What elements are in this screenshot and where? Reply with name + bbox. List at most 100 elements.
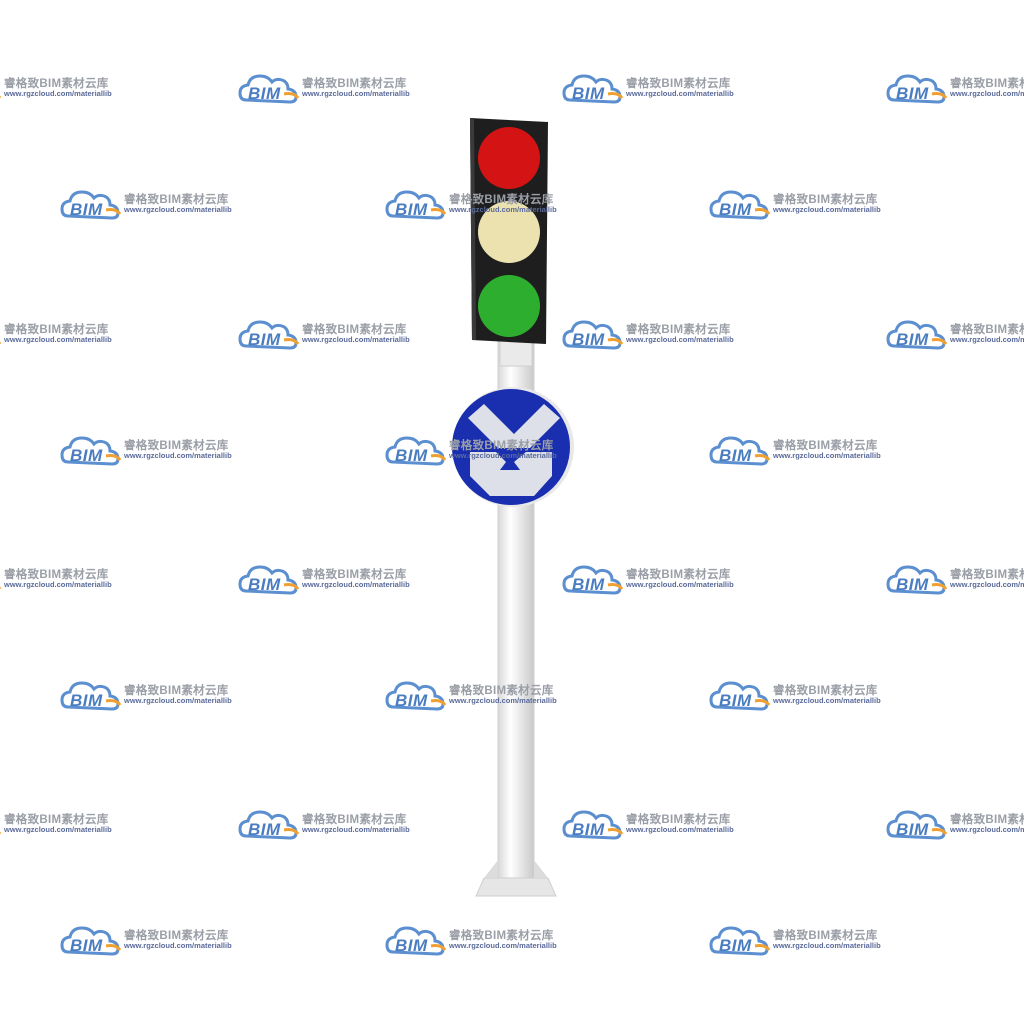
watermark-brand-text: 睿格致BIM素材云库 (449, 440, 554, 452)
watermark-logo-text: BIM (70, 200, 103, 219)
watermark-brand-text: 睿格致BIM素材云库 (626, 569, 731, 581)
watermark-brand-text: 睿格致BIM素材云库 (302, 324, 407, 336)
watermark-logo-text: BIM (572, 820, 605, 839)
red-lamp (478, 127, 540, 189)
watermark-logo-text: BIM (395, 691, 428, 710)
watermark-logo-text: BIM (896, 330, 929, 349)
watermark-url: www.rgzcloud.com/materiallib (950, 825, 1024, 834)
watermark-brand-text: 睿格致BIM素材云库 (773, 440, 878, 452)
watermark-url: www.rgzcloud.com/materiallib (950, 580, 1024, 589)
watermark-url: www.rgzcloud.com/materiallib (950, 335, 1024, 344)
watermark-brand-text: 睿格致BIM素材云库 (124, 194, 229, 206)
traffic-light-side (470, 118, 476, 340)
cloud-icon (238, 74, 300, 104)
cloud-icon (60, 926, 122, 956)
watermark-logo-text: BIM (248, 575, 281, 594)
watermark-url: www.rgzcloud.com/materiallib (626, 89, 734, 98)
watermark-brand-text: 睿格致BIM素材云库 (4, 324, 109, 336)
watermark-brand-text: 睿格致BIM素材云库 (4, 78, 109, 90)
watermark-logo-text: BIM (719, 936, 752, 955)
cloud-icon (60, 436, 122, 466)
cloud-icon (562, 565, 624, 595)
sign-symbol (468, 404, 560, 496)
watermark-url: www.rgzcloud.com/materiallib (773, 696, 881, 705)
watermark-brand-text: 睿格致BIM素材云库 (950, 324, 1024, 336)
watermark-brand-text: 睿格致BIM素材云库 (124, 930, 229, 942)
watermark-url: www.rgzcloud.com/materiallib (4, 825, 112, 834)
watermark: BIM 睿格致BIM素材云库www.rgzcloud.com/materialli… (886, 316, 1024, 356)
watermark-brand-text: 睿格致BIM素材云库 (950, 78, 1024, 90)
watermark-logo-text: BIM (70, 936, 103, 955)
watermark-logo-text: BIM (248, 330, 281, 349)
watermark-brand-text: 睿格致BIM素材云库 (626, 78, 731, 90)
watermark-logo-text: BIM (395, 446, 428, 465)
watermark-logo-text: BIM (395, 936, 428, 955)
cloud-icon (238, 565, 300, 595)
cloud-icon (60, 681, 122, 711)
watermark: BIM睿格致BIM素材云库www.rgzcloud.com/materialli… (0, 561, 130, 601)
watermark-logo-text: BIM (719, 200, 752, 219)
watermark: BIM 睿格致BIM素材云库www.rgzcloud.com/materialli… (886, 806, 1024, 846)
cloud-icon (886, 565, 948, 595)
watermark-url: www.rgzcloud.com/materiallib (124, 451, 232, 460)
watermark-brand-text: 睿格致BIM素材云库 (626, 814, 731, 826)
watermark: BIM睿格致BIM素材云库www.rgzcloud.com/materialli… (0, 70, 130, 110)
watermark-url: www.rgzcloud.com/materiallib (449, 941, 557, 950)
cloud-icon (886, 74, 948, 104)
watermark-url: www.rgzcloud.com/materiallib (302, 825, 410, 834)
cloud-icon (238, 810, 300, 840)
watermark-logo-text: BIM (395, 200, 428, 219)
watermark-url: www.rgzcloud.com/materiallib (124, 205, 232, 214)
watermark-logo-text: BIM (572, 330, 605, 349)
watermark-logo-text: BIM (896, 575, 929, 594)
cloud-icon (562, 74, 624, 104)
watermark-url: www.rgzcloud.com/materiallib (124, 941, 232, 950)
cloud-icon (60, 190, 122, 220)
cloud-icon (562, 320, 624, 350)
watermark-url: www.rgzcloud.com/materiallib (626, 335, 734, 344)
watermark-brand-text: 睿格致BIM素材云库 (302, 814, 407, 826)
watermark-url: www.rgzcloud.com/materiallib (302, 335, 410, 344)
watermark-url: www.rgzcloud.com/materiallib (773, 205, 881, 214)
watermark-url: www.rgzcloud.com/materiallib (449, 205, 557, 214)
cloud-icon (886, 810, 948, 840)
watermark: BIM睿格致BIM素材云库www.rgzcloud.com/materialli… (0, 806, 130, 846)
watermark-brand-text: 睿格致BIM素材云库 (4, 814, 109, 826)
watermark-url: www.rgzcloud.com/materiallib (302, 580, 410, 589)
cloud-icon (886, 320, 948, 350)
watermark-logo-text: BIM (896, 820, 929, 839)
watermark-logo-text: BIM (896, 84, 929, 103)
watermark-logo-text: BIM (70, 691, 103, 710)
watermark-url: www.rgzcloud.com/materiallib (773, 941, 881, 950)
watermark-url: www.rgzcloud.com/materiallib (773, 451, 881, 460)
yellow-lamp (478, 201, 540, 263)
watermark-url: www.rgzcloud.com/materiallib (302, 89, 410, 98)
watermark-brand-text: 睿格致BIM素材云库 (950, 814, 1024, 826)
watermark-url: www.rgzcloud.com/materiallib (950, 89, 1024, 98)
cloud-icon (238, 320, 300, 350)
watermark-logo-text: BIM (70, 446, 103, 465)
cloud-icon (385, 926, 447, 956)
watermark-brand-text: 睿格致BIM素材云库 (4, 569, 109, 581)
cloud-icon (385, 190, 447, 220)
watermark-brand-text: 睿格致BIM素材云库 (124, 685, 229, 697)
watermark-logo-text: BIM (248, 820, 281, 839)
watermark-brand-text: 睿格致BIM素材云库 (124, 440, 229, 452)
watermark-brand-text: 睿格致BIM素材云库 (302, 569, 407, 581)
watermark: BIM 睿格致BIM素材云库www.rgzcloud.com/materialli… (886, 70, 1024, 110)
